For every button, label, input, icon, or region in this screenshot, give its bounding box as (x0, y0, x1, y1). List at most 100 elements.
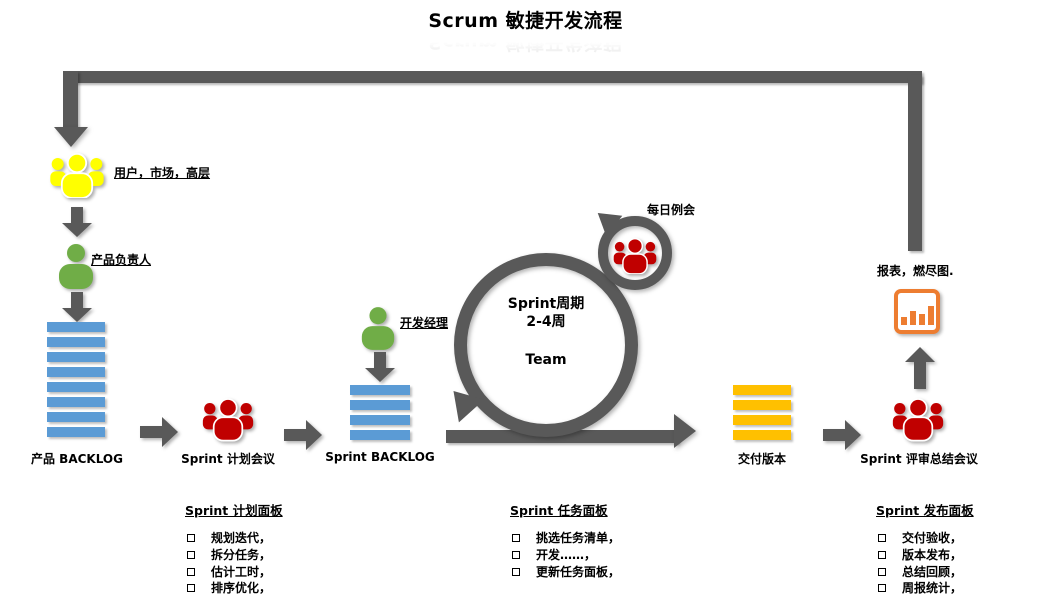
delivery-label: 交付版本 (737, 452, 786, 466)
up-arrow-icon (905, 347, 935, 389)
delivery-stack (733, 385, 791, 440)
planning-meeting-icon (202, 394, 254, 444)
backlog-bar (733, 400, 791, 410)
product-backlog-stack (47, 322, 105, 437)
right-arrow-icon (284, 420, 322, 450)
panel-item-text: 规划迭代， (211, 531, 272, 545)
checkbox-bullet-icon (878, 584, 886, 593)
panel-item: 排序优化， (185, 582, 365, 596)
loop-left-shaft (63, 71, 78, 127)
checkbox-bullet-icon (512, 534, 520, 542)
panel-item-text: 总结回顾， (902, 564, 963, 579)
checkbox-bullet-icon (187, 567, 195, 576)
dev-manager-icon (359, 306, 397, 350)
users-label: 用户，市场，高层 (114, 166, 211, 180)
panel-item-list: 挑选任务清单， 开发……， 更新任务面板， (510, 531, 690, 580)
daily-meeting-label: 每日例会 (647, 203, 696, 217)
panel-item: 版本发布， (876, 547, 1051, 563)
chart-bar (918, 314, 925, 325)
loop-down-arrowhead-icon (54, 127, 88, 147)
backlog-bar (47, 412, 105, 422)
chart-bar (900, 317, 907, 325)
backlog-bar (350, 385, 410, 395)
panel-item-text: 交付验收， (902, 531, 963, 545)
loop-top-bar (70, 71, 922, 83)
product-backlog-label: 产品 BACKLOG (31, 452, 123, 466)
sprint-cycle-team: Team (525, 352, 567, 368)
panel-item: 规划迭代， (185, 531, 365, 546)
flow-arrow-shaft (446, 430, 678, 443)
sprint-backlog-label: Sprint BACKLOG (325, 450, 435, 464)
chart-bar (909, 311, 916, 325)
panel-item: 挑选任务清单， (510, 531, 690, 546)
backlog-bar (47, 337, 105, 347)
panel-item-text: 排序优化， (211, 581, 272, 596)
review-meeting-icon (892, 394, 944, 444)
product-owner-label: 产品负责人 (91, 253, 152, 267)
panel-item-text: 周报统计， (902, 581, 963, 596)
backlog-bar (47, 382, 105, 392)
panel-heading: Sprint 发布面板 (876, 503, 974, 518)
daily-meeting-icon (613, 237, 657, 275)
page-title: Scrum 敏捷开发流程 (428, 10, 623, 32)
checkbox-bullet-icon (187, 550, 195, 559)
checkbox-bullet-icon (187, 534, 195, 542)
checkbox-bullet-icon (878, 534, 886, 542)
right-arrow-icon (140, 417, 178, 447)
panel-item-text: 更新任务面板， (536, 564, 621, 579)
panel-item: 估计工时， (185, 564, 365, 580)
panel-item: 周报统计， (876, 582, 1051, 596)
checkbox-bullet-icon (878, 567, 886, 576)
panel-sprint-release: Sprint 发布面板 交付验收， 版本发布， 总结回顾， 周报统计， (876, 500, 1051, 599)
panel-item: 总结回顾， (876, 564, 1051, 580)
panel-sprint-planning: Sprint 计划面板 规划迭代， 拆分任务， 估计工时， 排序优化， (185, 500, 365, 599)
report-chart-icon (894, 289, 940, 334)
panel-heading: Sprint 计划面板 (185, 503, 283, 518)
backlog-bar (47, 367, 105, 377)
panel-sprint-tasks: Sprint 任务面板 挑选任务清单，开发……，更新任务面板， (510, 500, 690, 582)
panel-item: 更新任务面板， (510, 564, 690, 580)
panel-item-text: 开发……， (536, 547, 597, 562)
sprint-cycle-line1: Sprint周期 (507, 296, 585, 312)
review-meeting-label: Sprint 评审总结会议 (860, 452, 978, 466)
sprint-cycle-text: Sprint周期 2-4周 Team (462, 296, 630, 370)
panel-item-list: 规划迭代， 拆分任务， 估计工时， 排序优化， (185, 531, 365, 596)
panel-item-text: 挑选任务清单， (536, 531, 621, 545)
daily-meeting-ring (598, 216, 672, 290)
checkbox-bullet-icon (512, 567, 520, 576)
backlog-bar (47, 397, 105, 407)
panel-item: 开发……， (510, 547, 690, 563)
backlog-bar (47, 322, 105, 332)
backlog-bar (47, 427, 105, 437)
panel-item-text: 版本发布， (902, 547, 963, 562)
backlog-bar (733, 430, 791, 440)
backlog-bar (350, 430, 410, 440)
chart-bar (927, 306, 934, 325)
planning-meeting-label: Sprint 计划会议 (181, 452, 275, 466)
down-arrow-icon (62, 292, 92, 322)
page-title-reflection: Scrum 敏捷开发流程 (428, 31, 623, 53)
product-owner-icon (56, 243, 96, 289)
checkbox-bullet-icon (878, 550, 886, 559)
backlog-bar (47, 352, 105, 362)
checkbox-bullet-icon (187, 584, 195, 593)
panel-item-text: 估计工时， (211, 564, 272, 579)
sprint-backlog-stack (350, 385, 410, 440)
down-arrow-icon (62, 207, 92, 237)
panel-item: 交付验收， (876, 531, 1051, 546)
right-arrow-icon (823, 420, 861, 450)
report-label: 报表，燃尽图. (877, 264, 954, 278)
dev-manager-label: 开发经理 (400, 316, 449, 330)
backlog-bar (350, 400, 410, 410)
down-arrow-icon (365, 352, 395, 382)
backlog-bar (733, 415, 791, 425)
panel-item: 拆分任务， (185, 547, 365, 563)
loop-right-riser (908, 75, 922, 251)
panel-item-list: 交付验收， 版本发布， 总结回顾， 周报统计， (876, 531, 1051, 596)
backlog-bar (350, 415, 410, 425)
flow-arrowhead-icon (674, 414, 696, 448)
panel-item-text: 拆分任务， (211, 547, 272, 562)
sprint-cycle-line2: 2-4周 (526, 313, 566, 330)
backlog-bar (733, 385, 791, 395)
